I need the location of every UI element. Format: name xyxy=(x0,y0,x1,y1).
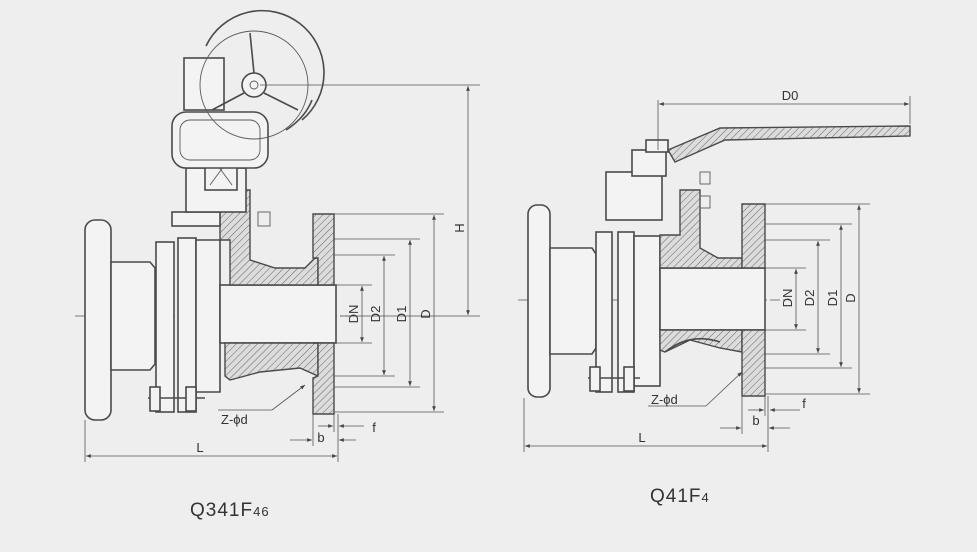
dim-label-l-left: L xyxy=(196,440,203,455)
dim-label-d-right: D xyxy=(843,293,858,302)
caption-right-suffix: 4 xyxy=(702,490,710,505)
valve-left xyxy=(75,9,480,462)
dim-label-d1-right: D1 xyxy=(825,290,840,307)
caption-right-name: Q41F xyxy=(650,486,702,507)
caption-left-name: Q341F xyxy=(190,500,253,521)
dim-label-d1-left: D1 xyxy=(394,306,409,323)
dim-label-d2-left: D2 xyxy=(368,306,383,323)
caption-left-suffix: 46 xyxy=(253,504,269,519)
dim-label-d0-right: D0 xyxy=(782,88,799,103)
valve-right xyxy=(518,96,911,452)
dim-label-b-left: b xyxy=(317,430,324,445)
dim-label-f-right: f xyxy=(802,396,806,411)
dim-label-dn-left: DN xyxy=(346,305,361,324)
dim-label-l-right: L xyxy=(638,430,645,445)
dim-label-h-left: H xyxy=(452,223,467,232)
dim-label-f-left: f xyxy=(372,420,376,435)
dim-label-dn-right: DN xyxy=(780,289,795,308)
caption-right: Q41F4 xyxy=(650,486,710,507)
caption-left: Q341F46 xyxy=(190,500,270,521)
dim-label-b-right: b xyxy=(752,413,759,428)
dim-label-d2-right: D2 xyxy=(802,290,817,307)
dim-label-z-right: Z-ϕd xyxy=(651,392,678,407)
dim-label-d-left: D xyxy=(418,309,433,318)
dim-label-z-left: Z-ϕd xyxy=(221,412,248,427)
